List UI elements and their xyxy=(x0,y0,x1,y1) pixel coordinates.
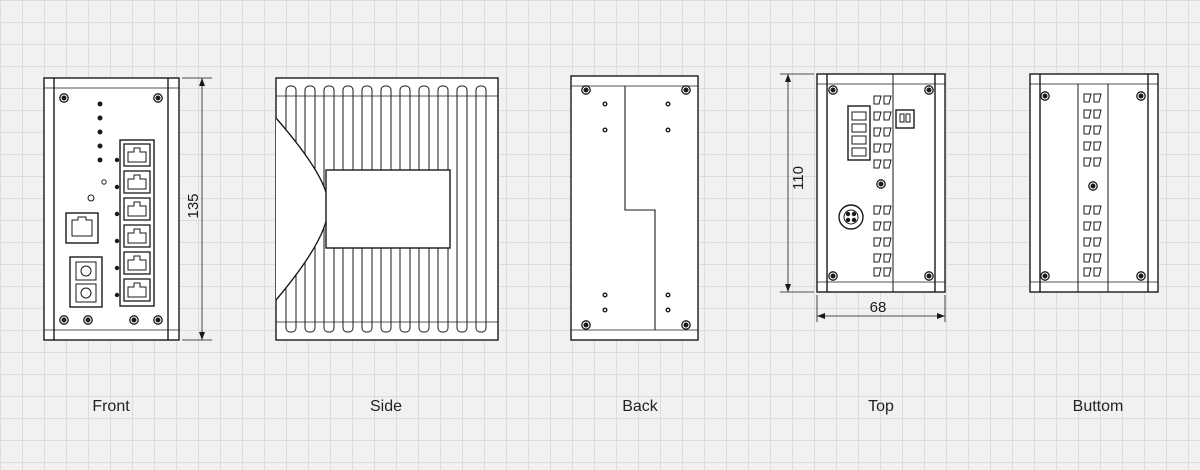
bottom-view-label: Buttom xyxy=(1072,398,1124,415)
top-height-dimension: 110 xyxy=(790,166,807,190)
top-view xyxy=(780,73,946,322)
cooling-fin xyxy=(475,85,487,333)
cooling-fin xyxy=(456,85,468,333)
bottom-view xyxy=(1029,73,1159,293)
front-height-dimension: 135 xyxy=(185,193,202,218)
top-width-dimension: 68 xyxy=(870,299,887,316)
side-view xyxy=(275,77,499,341)
side-view-label: Side xyxy=(369,398,403,415)
top-view-label: Top xyxy=(868,398,894,415)
front-view-label: Front xyxy=(92,398,130,415)
back-view-label: Back xyxy=(622,398,658,415)
back-view xyxy=(570,75,699,341)
front-view xyxy=(43,77,212,341)
